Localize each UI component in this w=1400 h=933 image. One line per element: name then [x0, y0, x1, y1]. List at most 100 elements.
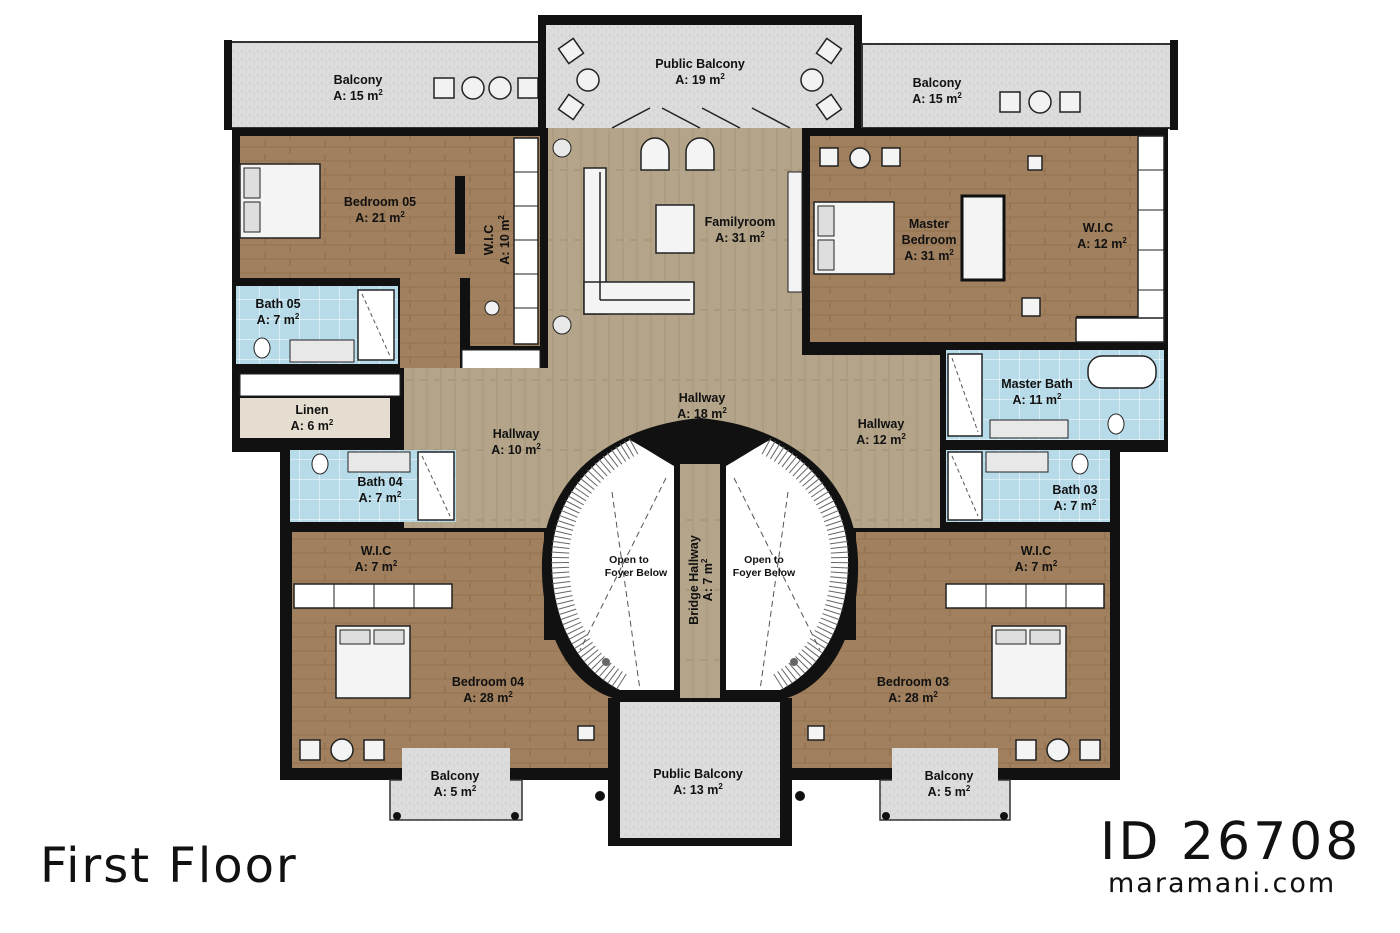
svg-text:A: 11 m2: A: 11 m2 — [1013, 392, 1062, 407]
bath-04-area: A: 7 m — [359, 491, 397, 505]
plan-title: First Floor — [40, 838, 298, 894]
balcony-sw: Balcony A: 5 m2 — [389, 748, 523, 821]
master-bedroom-name-line2: Bedroom — [902, 233, 957, 247]
plant-icon — [552, 138, 572, 158]
balcony-nw-name: Balcony — [334, 73, 383, 87]
toilet-icon — [1071, 453, 1089, 475]
svg-text:A: 12 m2: A: 12 m2 — [856, 432, 906, 447]
wic-04-area: A: 7 m — [355, 560, 393, 574]
public-balcony-bottom-area: A: 13 m — [673, 783, 718, 797]
master-bedroom-name-line1: Master — [909, 217, 949, 231]
toilet-icon — [253, 337, 271, 359]
wic-master-area: A: 12 m — [1077, 237, 1122, 251]
sofa-icon — [583, 167, 695, 315]
public-balcony-top-name: Public Balcony — [655, 57, 745, 71]
svg-text:A: 31 m2: A: 31 m2 — [715, 230, 765, 245]
svg-text:A: 31 m2: A: 31 m2 — [904, 248, 954, 263]
svg-text:A: 12 m2: A: 12 m2 — [1077, 236, 1127, 251]
balcony-nw: Balcony A: 15 m2 — [224, 40, 542, 130]
wic-05: W.I.C A: 10 m2 — [461, 136, 541, 371]
svg-text:A: 7 m2: A: 7 m2 — [1015, 559, 1058, 574]
svg-text:A: 5 m2: A: 5 m2 — [434, 784, 477, 799]
wic-master-name: W.I.C — [1083, 221, 1114, 235]
toilet-icon — [1107, 413, 1125, 435]
master-bath-name: Master Bath — [1001, 377, 1073, 391]
bath-05-name: Bath 05 — [255, 297, 300, 311]
open-right-line1: Open to — [744, 554, 784, 566]
public-balcony-top: Public Balcony A: 19 m2 — [538, 15, 862, 128]
outdoor-chairs — [999, 90, 1081, 114]
bath-03-name: Bath 03 — [1052, 483, 1097, 497]
master-bedroom-area: A: 31 m — [904, 249, 949, 263]
svg-text:A: 10 m2: A: 10 m2 — [491, 442, 541, 457]
linen-name: Linen — [295, 403, 328, 417]
svg-text:A: 10 m2: A: 10 m2 — [497, 215, 512, 265]
bedroom-04-area: A: 28 m — [463, 691, 508, 705]
wic-master: W.I.C A: 12 m2 — [1075, 135, 1165, 343]
plan-id: ID 26708 — [1100, 812, 1362, 872]
bath-05: Bath 05 A: 7 m2 — [236, 286, 398, 364]
hallway-center-area: A: 18 m — [677, 407, 722, 421]
wic-03-area: A: 7 m — [1015, 560, 1053, 574]
wardrobe-icon — [960, 194, 1006, 282]
balcony-sw-name: Balcony — [431, 769, 480, 783]
bath-05-area: A: 7 m — [257, 313, 295, 327]
balcony-se-area: A: 5 m — [928, 785, 966, 799]
bed-icon — [335, 625, 411, 699]
bed-icon — [239, 163, 321, 239]
wardrobe-divider — [455, 176, 465, 254]
svg-text:A: 18 m2: A: 18 m2 — [677, 406, 727, 421]
open-left-line2: Foyer Below — [605, 567, 668, 579]
familyroom-name: Familyroom — [705, 215, 776, 229]
svg-text:A: 13 m2: A: 13 m2 — [673, 782, 723, 797]
open-right-line2: Foyer Below — [733, 567, 796, 579]
wic-05-name: W.I.C — [482, 225, 496, 256]
website: maramani.com — [1108, 868, 1337, 899]
balcony-sw-area: A: 5 m — [434, 785, 472, 799]
plant-icon — [552, 315, 572, 335]
bath-04-name: Bath 04 — [357, 475, 402, 489]
svg-text:A: 6 m2: A: 6 m2 — [291, 418, 334, 433]
bedroom-03-area: A: 28 m — [888, 691, 933, 705]
bath-03-area: A: 7 m — [1054, 499, 1092, 513]
bedroom-03-name: Bedroom 03 — [877, 675, 949, 689]
balcony-nw-area: A: 15 m — [333, 89, 378, 103]
hallway-right-area: A: 12 m — [856, 433, 901, 447]
hallway-left-area: A: 10 m — [491, 443, 536, 457]
master-bedroom: Master Bedroom A: 31 m2 — [810, 136, 1142, 342]
svg-text:A: 7 m2: A: 7 m2 — [355, 559, 398, 574]
bridge-hallway-area: A: 7 m — [701, 563, 715, 601]
balcony-se: Balcony A: 5 m2 — [879, 748, 1011, 821]
bridge-hallway-name: Bridge Hallway — [687, 535, 701, 625]
toilet-icon — [311, 453, 329, 475]
coffee-table-icon — [655, 204, 695, 254]
wic-03-name: W.I.C — [1021, 544, 1052, 558]
bedroom-04: W.I.C A: 7 m2 Bedroom 04 A: 28 m2 — [292, 532, 616, 768]
public-balcony-top-area: A: 19 m — [675, 73, 720, 87]
svg-text:A: 7 m2: A: 7 m2 — [700, 558, 715, 601]
bedroom-04-name: Bedroom 04 — [452, 675, 524, 689]
linen-area: A: 6 m — [291, 419, 329, 433]
svg-text:A: 28 m2: A: 28 m2 — [888, 690, 938, 705]
hallway-center-name: Hallway — [679, 391, 726, 405]
master-bath: Master Bath A: 11 m2 — [946, 350, 1164, 440]
hallway-left-name: Hallway — [493, 427, 540, 441]
hallway-right-name: Hallway — [858, 417, 905, 431]
bed-icon — [991, 625, 1067, 699]
bedroom-05-area: A: 21 m — [355, 211, 400, 225]
svg-text:A: 21 m2: A: 21 m2 — [355, 210, 405, 225]
svg-text:A: 7 m2: A: 7 m2 — [257, 312, 300, 327]
bath-03: Bath 03 A: 7 m2 — [946, 450, 1110, 522]
svg-text:A: 15 m2: A: 15 m2 — [912, 91, 962, 106]
svg-text:A: 19 m2: A: 19 m2 — [675, 72, 725, 87]
public-balcony-bottom: Public Balcony A: 13 m2 — [595, 698, 805, 846]
familyroom-area: A: 31 m — [715, 231, 760, 245]
outdoor-lounge-chairs — [557, 37, 843, 121]
balcony-ne-name: Balcony — [913, 76, 962, 90]
tv-unit — [787, 171, 803, 293]
chair-icon — [807, 725, 1101, 762]
balcony-ne: Balcony A: 15 m2 — [861, 40, 1178, 130]
open-left-line1: Open to — [609, 554, 649, 566]
bridge-hallway — [680, 464, 720, 700]
